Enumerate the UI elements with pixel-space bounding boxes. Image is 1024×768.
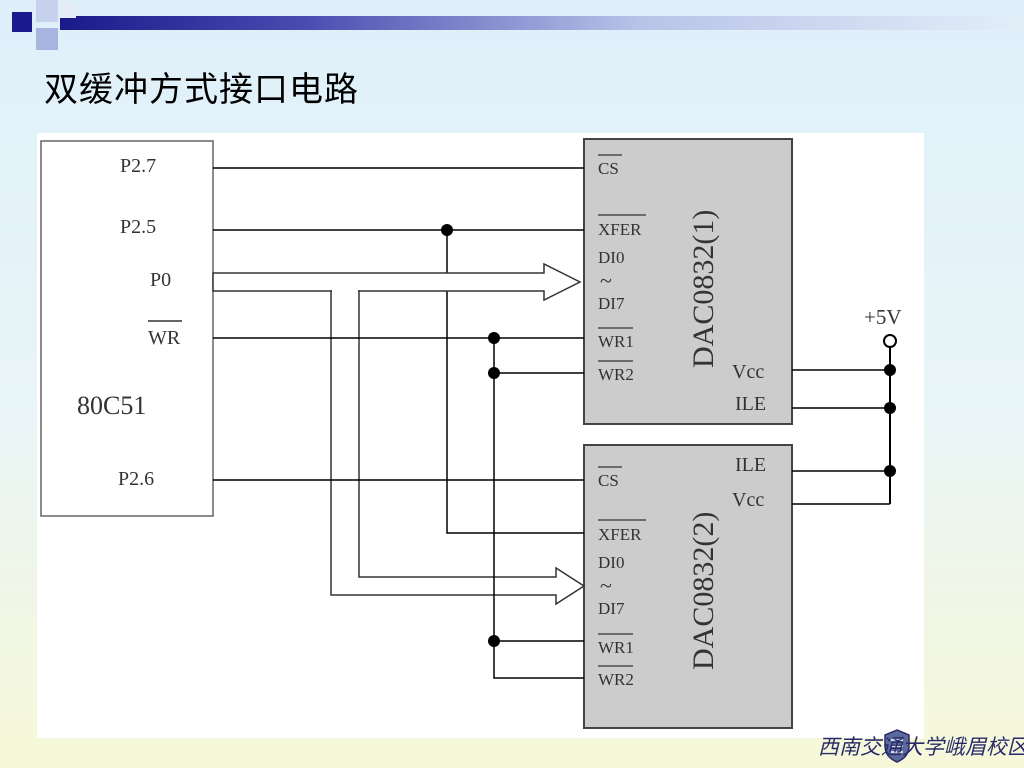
power-label: +5V <box>864 305 902 329</box>
dac1-pin-di0: DI0 <box>598 248 624 267</box>
university-logo-icon <box>884 729 910 763</box>
dac1-block <box>583 138 793 425</box>
dac1-pin-cs: CS <box>598 159 619 178</box>
dac2-pin-cs: CS <box>598 471 619 490</box>
header-decoration <box>0 0 1024 50</box>
mcu-pin-wr: WR <box>148 327 181 349</box>
dac2-pin-wr1: WR1 <box>598 638 634 657</box>
dac1-pin-tilde: ~ <box>600 268 612 293</box>
dac2-pin-di7: DI7 <box>598 599 625 618</box>
mcu-name: 80C51 <box>77 391 146 420</box>
power-terminal <box>883 334 897 348</box>
wire-xfer-branch <box>446 230 584 534</box>
dac2-pin-tilde: ~ <box>600 573 612 598</box>
circuit-diagram: P2.7 P2.5 P0 WR 80C51 P2.6 CS XFER DI0 ~… <box>37 133 924 738</box>
circuit-svg: P2.7 P2.5 P0 WR 80C51 P2.6 CS XFER DI0 ~… <box>40 138 902 729</box>
logo-square-light <box>36 0 58 22</box>
mcu-pin-p0: P0 <box>150 269 171 291</box>
logo-square-mid <box>36 28 58 50</box>
slide-title: 双缓冲方式接口电路 <box>44 70 359 110</box>
bus-join-mask <box>332 288 358 294</box>
mcu-pin-p26: P2.6 <box>118 468 154 490</box>
bus-arrow-dac1 <box>212 262 582 302</box>
junction-power-1 <box>884 364 896 376</box>
dac2-pin-di0: DI0 <box>598 553 624 572</box>
dac2-pin-wr2: WR2 <box>598 670 634 689</box>
junction-wr-2 <box>488 367 500 379</box>
mcu-pin-p25: P2.5 <box>120 216 156 238</box>
junction-wr-1 <box>488 332 500 344</box>
logo-square-dark <box>12 12 32 32</box>
wire-wr-vertical <box>493 338 584 679</box>
dac2-name: DAC0832(2) <box>687 512 720 670</box>
junction-power-3 <box>884 465 896 477</box>
junction-power-2 <box>884 402 896 414</box>
dac2-block <box>583 444 793 729</box>
dac1-name: DAC0832(1) <box>687 210 720 368</box>
dac2-pin-xfer: XFER <box>598 525 642 544</box>
dac1-pin-vcc: Vcc <box>732 361 764 383</box>
university-name: 西南交通大学峨眉校区 <box>818 735 1024 759</box>
header-gradient-band <box>60 16 1024 30</box>
dac2-pin-vcc: Vcc <box>732 489 764 511</box>
mcu-pin-p27: P2.7 <box>120 155 156 177</box>
logo-square-pale <box>60 2 76 18</box>
junction-xfer <box>441 224 453 236</box>
junction-wr-3 <box>488 635 500 647</box>
dac1-pin-di7: DI7 <box>598 294 625 313</box>
bus-arrow-dac2 <box>330 290 586 606</box>
dac1-pin-ile: ILE <box>735 393 766 415</box>
dac2-pin-ile: ILE <box>735 454 766 476</box>
dac1-pin-xfer: XFER <box>598 220 642 239</box>
mcu-block <box>40 140 214 517</box>
dac1-pin-wr1: WR1 <box>598 332 634 351</box>
dac1-pin-wr2: WR2 <box>598 365 634 384</box>
